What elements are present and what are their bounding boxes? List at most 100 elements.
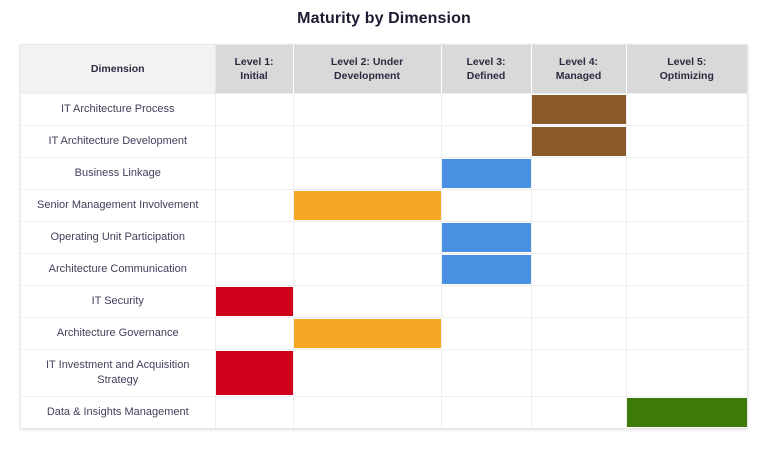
maturity-fill-level3 — [441, 158, 531, 188]
column-header-level4[interactable]: Level 4: Managed — [531, 45, 627, 93]
maturity-cell-level4[interactable] — [531, 220, 627, 253]
dimension-label: IT Architecture Process — [60, 102, 175, 115]
maturity-cell-level2[interactable] — [293, 220, 442, 253]
table-row: Senior Management Involvement — [21, 188, 747, 221]
maturity-cell-level4[interactable] — [531, 395, 627, 428]
dimension-label: Architecture Communication — [48, 262, 187, 275]
maturity-cell-level5[interactable] — [626, 252, 747, 285]
dimension-label-cell: IT Investment and Acquisition Strategy — [21, 348, 216, 396]
maturity-cell-level2[interactable] — [293, 316, 442, 349]
header-row: Dimension Level 1: Initial Level 2: Unde… — [21, 45, 747, 93]
maturity-cell-level5[interactable] — [626, 156, 747, 189]
maturity-cell-level4[interactable] — [531, 348, 627, 396]
maturity-cell-level2[interactable] — [293, 348, 442, 396]
maturity-cell-level1[interactable] — [215, 252, 294, 285]
table-row: IT Architecture Process — [21, 92, 747, 125]
maturity-cell-level4[interactable] — [531, 188, 627, 221]
dimension-label-cell: Data & Insights Management — [21, 395, 216, 428]
column-header-level4-line1: Level 4: — [558, 55, 599, 68]
maturity-fill-level3 — [441, 222, 531, 252]
maturity-cell-level2[interactable] — [293, 395, 442, 428]
dimension-label-cell: IT Security — [21, 284, 216, 317]
column-header-level5-line1: Level 5: — [667, 55, 707, 68]
maturity-cell-level3[interactable] — [441, 188, 532, 221]
dimension-label-cell: Operating Unit Participation — [21, 220, 216, 253]
maturity-cell-level4[interactable] — [531, 124, 627, 157]
maturity-cell-level3[interactable] — [441, 316, 532, 349]
maturity-cell-level1[interactable] — [215, 395, 294, 428]
dimension-label-cell: Senior Management Involvement — [21, 188, 216, 221]
table-row: IT Architecture Development — [21, 124, 747, 157]
dimension-label-cell: IT Architecture Development — [21, 124, 216, 157]
maturity-fill-level1 — [215, 286, 293, 316]
dimension-label: Operating Unit Participation — [50, 230, 185, 243]
dimension-label: IT Security — [91, 294, 144, 307]
maturity-cell-level5[interactable] — [626, 284, 747, 317]
maturity-cell-level4[interactable] — [531, 92, 627, 125]
maturity-cell-level2[interactable] — [293, 284, 442, 317]
table-row: Operating Unit Participation — [21, 220, 747, 253]
dimension-label-cell: Architecture Communication — [21, 252, 216, 285]
maturity-cell-level4[interactable] — [531, 156, 627, 189]
maturity-cell-level5[interactable] — [626, 188, 747, 221]
dimension-label: IT Architecture Development — [48, 134, 188, 147]
maturity-cell-level3[interactable] — [441, 156, 532, 189]
maturity-cell-level3[interactable] — [441, 220, 532, 253]
column-header-level4-line2: Managed — [555, 69, 602, 82]
dimension-label: Architecture Governance — [56, 326, 179, 339]
column-header-level3[interactable]: Level 3: Defined — [441, 45, 532, 93]
maturity-cell-level2[interactable] — [293, 124, 442, 157]
maturity-cell-level3[interactable] — [441, 124, 532, 157]
maturity-cell-level1[interactable] — [215, 156, 294, 189]
column-header-level3-line1: Level 3: — [466, 55, 506, 68]
maturity-cell-level1[interactable] — [215, 92, 294, 125]
maturity-fill-level4 — [531, 126, 626, 156]
dimension-label-cell: IT Architecture Process — [21, 92, 216, 125]
maturity-fill-level1 — [215, 350, 293, 395]
maturity-cell-level4[interactable] — [531, 284, 627, 317]
maturity-cell-level3[interactable] — [441, 92, 532, 125]
maturity-cell-level3[interactable] — [441, 395, 532, 428]
maturity-cell-level3[interactable] — [441, 348, 532, 396]
maturity-cell-level1[interactable] — [215, 220, 294, 253]
maturity-cell-level3[interactable] — [441, 252, 532, 285]
dimension-label: Senior Management Involvement — [37, 198, 199, 211]
maturity-fill-level2 — [293, 190, 441, 220]
column-header-level2-line1: Level 2: Under — [330, 55, 404, 68]
column-header-level1-line1: Level 1: — [234, 55, 274, 68]
maturity-cell-level2[interactable] — [293, 252, 442, 285]
maturity-cell-level5[interactable] — [626, 124, 747, 157]
maturity-cell-level1[interactable] — [215, 316, 294, 349]
maturity-cell-level4[interactable] — [531, 316, 627, 349]
maturity-cell-level1[interactable] — [215, 188, 294, 221]
maturity-cell-level5[interactable] — [626, 348, 747, 396]
dimension-label: Data & Insights Management — [46, 405, 189, 418]
column-header-level3-line2: Defined — [466, 69, 506, 82]
column-header-level5[interactable]: Level 5: Optimizing — [626, 45, 747, 93]
maturity-fill-level5 — [626, 397, 747, 427]
dimension-label: Business Linkage — [74, 166, 161, 179]
maturity-cell-level5[interactable] — [626, 316, 747, 349]
maturity-cell-level3[interactable] — [441, 284, 532, 317]
maturity-cell-level5[interactable] — [626, 92, 747, 125]
column-header-dimension[interactable]: Dimension — [21, 45, 216, 93]
maturity-cell-level1[interactable] — [215, 284, 294, 317]
maturity-cell-level2[interactable] — [293, 156, 442, 189]
maturity-cell-level5[interactable] — [626, 395, 747, 428]
table-row: Data & Insights Management — [21, 395, 747, 428]
table-row: Business Linkage — [21, 156, 747, 189]
maturity-cell-level2[interactable] — [293, 92, 442, 125]
column-header-dimension-line1: Dimension — [90, 62, 145, 75]
maturity-cell-level1[interactable] — [215, 124, 294, 157]
maturity-table: Dimension Level 1: Initial Level 2: Unde… — [21, 45, 747, 428]
maturity-fill-level4 — [531, 94, 626, 124]
maturity-cell-level4[interactable] — [531, 252, 627, 285]
maturity-cell-level1[interactable] — [215, 348, 294, 396]
maturity-cell-level2[interactable] — [293, 188, 442, 221]
column-header-level1[interactable]: Level 1: Initial — [215, 45, 294, 93]
maturity-cell-level5[interactable] — [626, 220, 747, 253]
column-header-level5-line2: Optimizing — [659, 69, 714, 82]
table-header: Dimension Level 1: Initial Level 2: Unde… — [21, 45, 747, 93]
column-header-level2[interactable]: Level 2: Under Development — [293, 45, 442, 93]
